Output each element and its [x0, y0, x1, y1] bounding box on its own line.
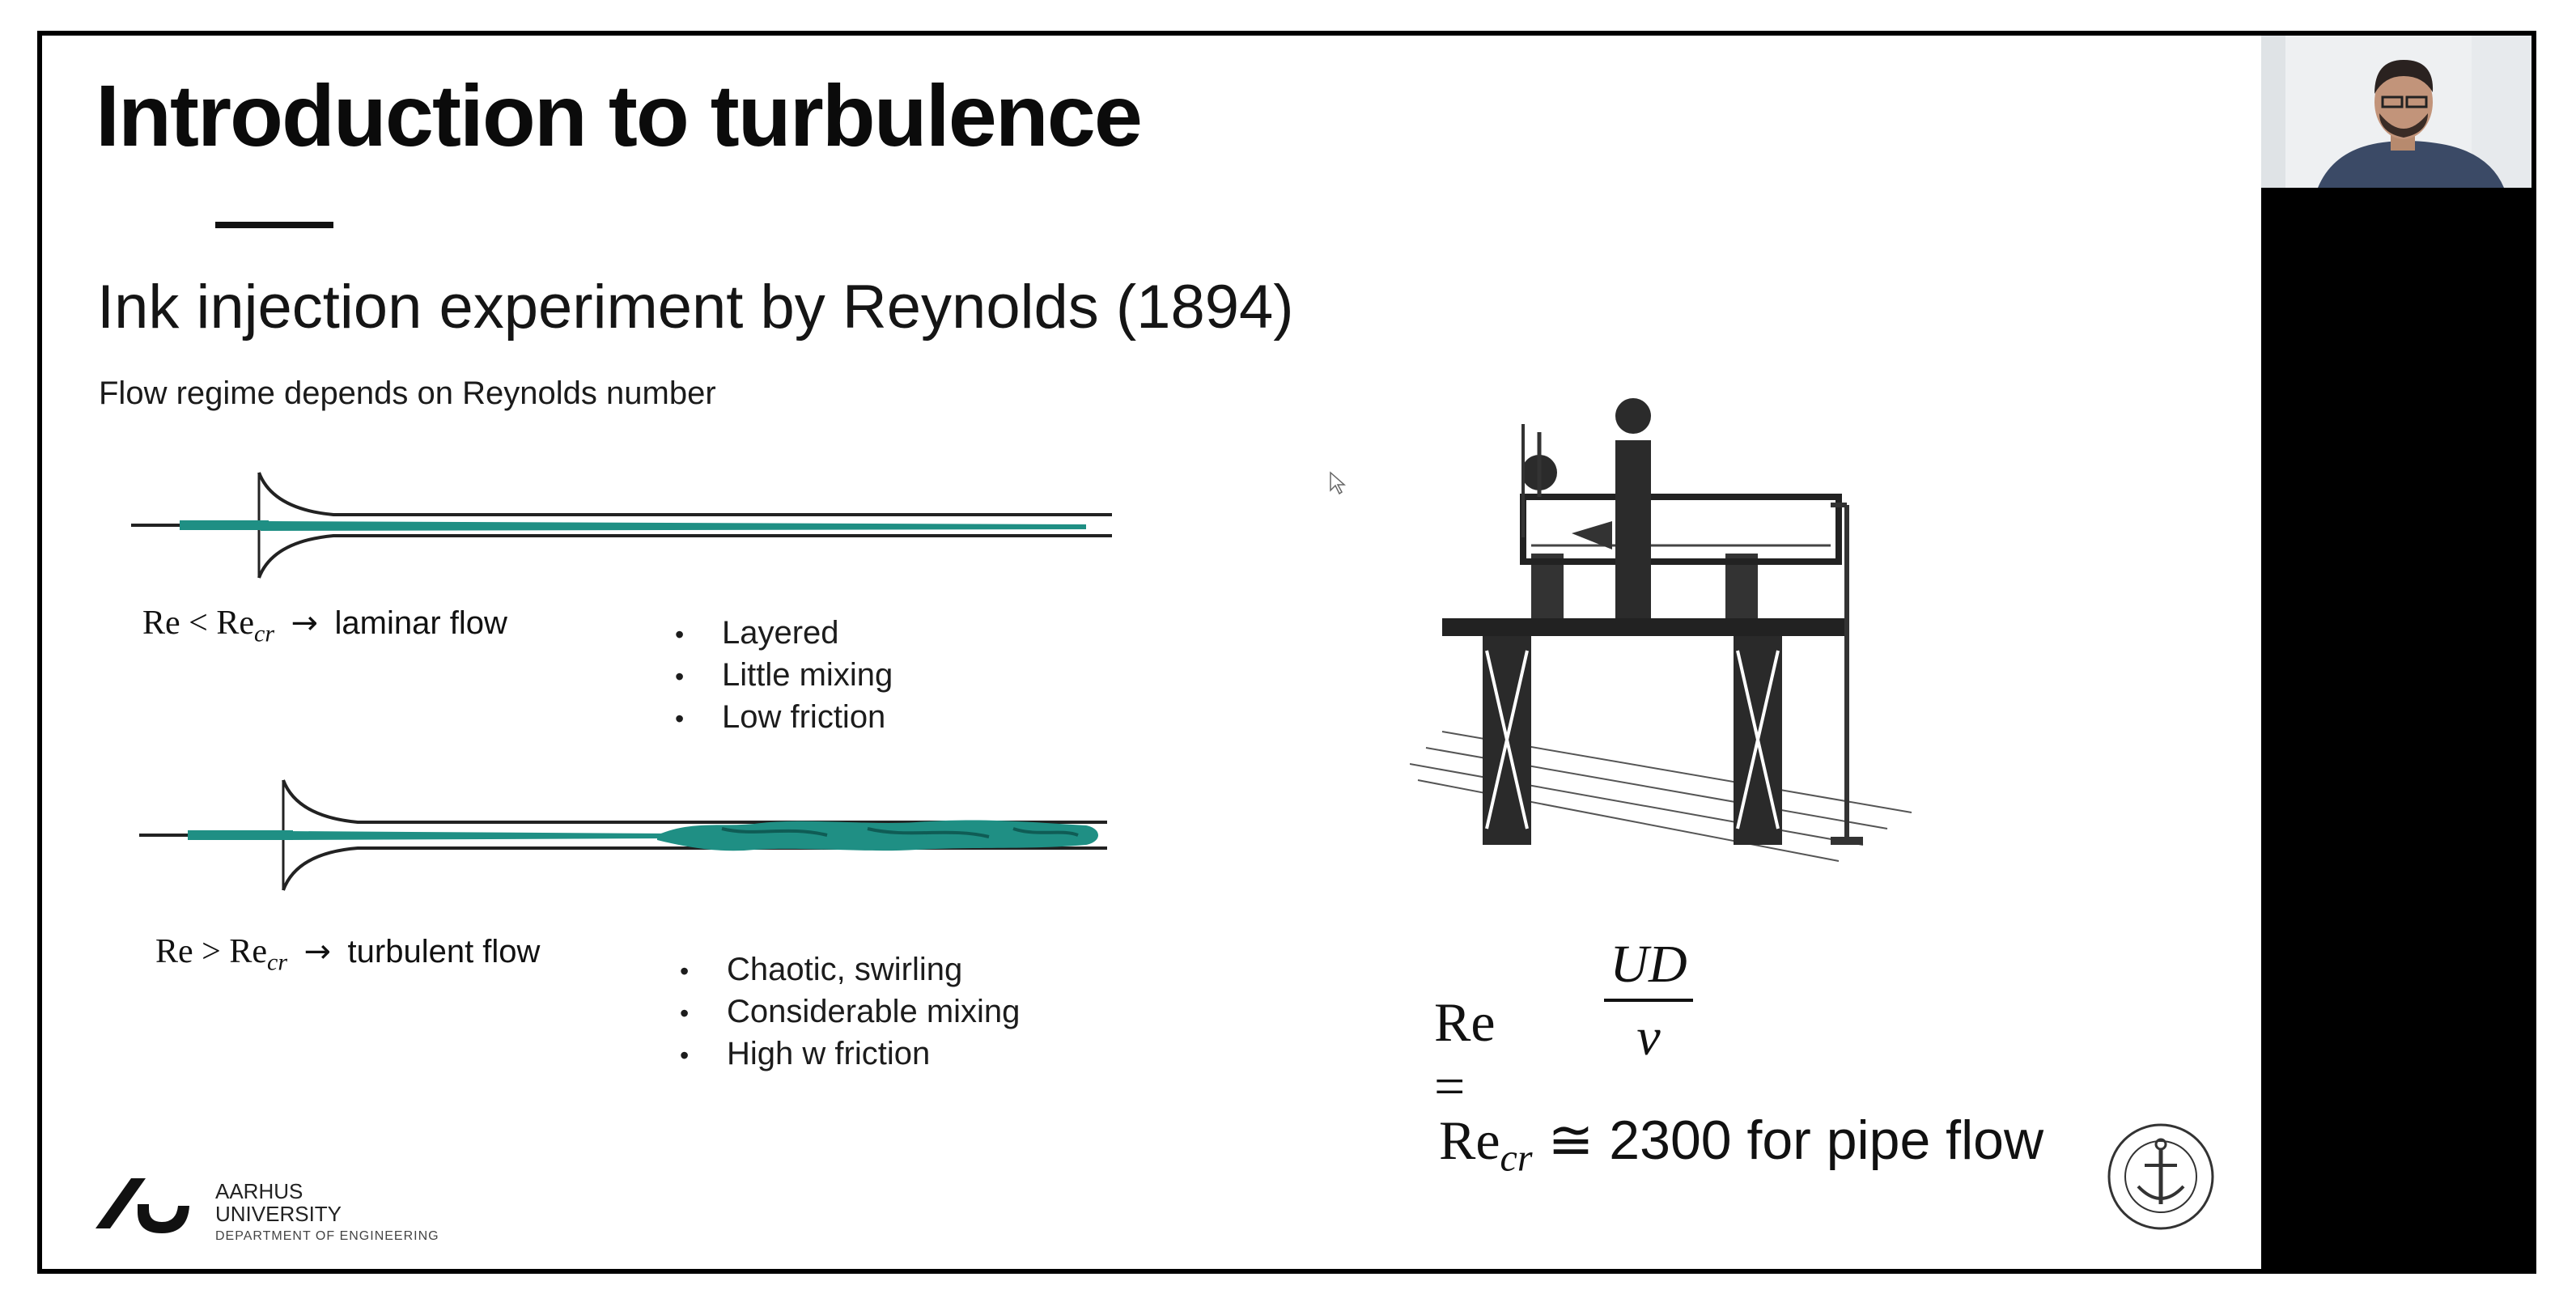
list-item: Little mixing — [668, 654, 893, 696]
laminar-label: laminar flow — [334, 605, 507, 641]
slide-frame: Introduction to turbulence Ink injection… — [37, 31, 2536, 1274]
list-item: Chaotic, swirling — [673, 948, 1020, 991]
slide-title: Introduction to turbulence — [95, 66, 1143, 164]
turbulent-bullet-list: Chaotic, swirling Considerable mixing Hi… — [673, 948, 1020, 1075]
formula-fraction: UD ν — [1604, 934, 1693, 1068]
slide-subtitle: Ink injection experiment by Reynolds (18… — [97, 273, 1294, 342]
formula-lhs: Re = — [1434, 991, 1496, 1117]
list-item: High w friction — [673, 1033, 1020, 1075]
turbulent-condition-lhs: Re > Re — [155, 933, 267, 970]
university-name: AARHUS UNIVERSITY DEPARTMENT OF ENGINEER… — [215, 1180, 439, 1248]
list-item: Low friction — [668, 696, 893, 738]
formula-denominator: ν — [1636, 1008, 1661, 1067]
critical-sub: cr — [1500, 1136, 1533, 1180]
fraction-bar — [1604, 999, 1693, 1002]
logo-line-2: UNIVERSITY — [215, 1202, 342, 1226]
webcam-video[interactable] — [2261, 36, 2531, 188]
critical-lhs: Re — [1439, 1109, 1500, 1171]
video-sidebar — [2261, 36, 2531, 1269]
list-item: Considerable mixing — [673, 991, 1020, 1033]
aarhus-university-logo-icon — [95, 1178, 189, 1233]
title-underline — [215, 222, 333, 228]
laminar-pipe-illustration — [131, 472, 1112, 579]
turbulent-label: turbulent flow — [347, 934, 541, 969]
laminar-condition-sub: cr — [254, 620, 274, 647]
formula-numerator: UD — [1610, 935, 1687, 994]
logo-line-3: DEPARTMENT OF ENGINEERING — [215, 1229, 439, 1243]
arrow-right-icon: → — [291, 605, 319, 642]
critical-reynolds-statement: Recr ≅ 2300 for pipe flow — [1439, 1109, 2043, 1181]
intro-text: Flow regime depends on Reynolds number — [99, 375, 716, 411]
logo-line-1: AARHUS — [215, 1179, 303, 1203]
turbulent-condition-sub: cr — [267, 948, 287, 976]
critical-rest: ≅ 2300 for pipe flow — [1547, 1109, 2044, 1171]
mouse-cursor-icon — [1329, 471, 1347, 501]
arrow-right-icon: → — [303, 933, 332, 970]
list-item: Layered — [668, 612, 893, 654]
turbulent-pipe-illustration — [139, 779, 1107, 891]
laminar-bullet-list: Layered Little mixing Low friction — [668, 612, 893, 738]
turbulent-condition: Re > Recr → turbulent flow — [155, 932, 540, 976]
university-seal-icon — [2107, 1123, 2214, 1230]
reynolds-apparatus-illustration — [1410, 398, 1912, 862]
laminar-condition: Re < Recr → laminar flow — [142, 604, 507, 647]
laminar-condition-lhs: Re < Re — [142, 605, 254, 642]
